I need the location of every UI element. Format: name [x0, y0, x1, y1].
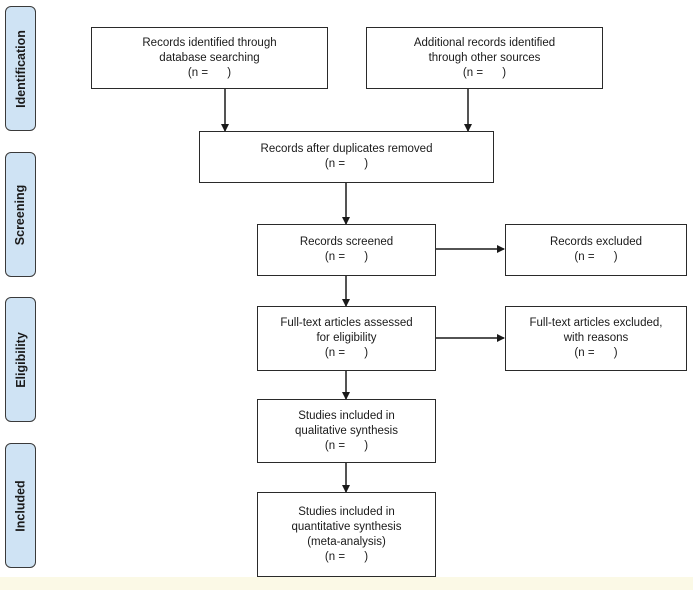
box-line: Full-text articles excluded,	[529, 317, 663, 329]
box-count: (n = )	[324, 158, 369, 170]
box-line: Additional records identified	[413, 36, 556, 49]
box-line: for eligibility	[316, 332, 377, 344]
stage-eligibility: Eligibility	[5, 297, 36, 422]
box-line: Studies included in	[298, 409, 395, 422]
box-qualitative-synthesis: Studies included in qualitative synthesi…	[257, 399, 436, 463]
box-count: (n = )	[324, 439, 369, 452]
box-count: (n = )	[324, 347, 369, 359]
box-line: database searching	[159, 51, 260, 64]
box-line: Records identified through	[142, 36, 277, 49]
box-fulltext-excluded: Full-text articles excluded, with reason…	[505, 306, 687, 371]
box-quantitative-synthesis: Studies included in quantitative synthes…	[257, 492, 436, 577]
bottom-strip	[0, 577, 693, 590]
box-count: (n = )	[324, 251, 369, 263]
box-records-excluded: Records excluded (n = )	[505, 224, 687, 276]
box-line: Records after duplicates removed	[260, 143, 433, 155]
box-line: Records screened	[299, 236, 394, 248]
box-fulltext-assessed: Full-text articles assessed for eligibil…	[257, 306, 436, 371]
box-line: Full-text articles assessed	[280, 317, 413, 329]
box-count: (n = )	[574, 347, 618, 359]
box-line: through other sources	[428, 51, 541, 64]
box-line: (meta-analysis)	[307, 535, 386, 548]
box-line: quantitative synthesis	[291, 520, 402, 533]
box-line: with reasons	[563, 332, 629, 344]
box-count: (n = )	[462, 66, 507, 79]
box-count: (n = )	[324, 550, 369, 563]
box-database-search: Records identified through database sear…	[91, 27, 328, 89]
box-other-sources: Additional records identified through ot…	[366, 27, 603, 89]
box-records-screened: Records screened (n = )	[257, 224, 436, 276]
box-line: Records excluded	[549, 236, 643, 248]
box-line: qualitative synthesis	[295, 424, 398, 437]
stage-screening: Screening	[5, 152, 36, 277]
stage-included: Included	[5, 443, 36, 568]
box-line: Studies included in	[298, 505, 395, 518]
stage-identification: Identification	[5, 6, 36, 131]
box-count: (n = )	[187, 66, 232, 79]
box-count: (n = )	[574, 251, 618, 263]
box-duplicates-removed: Records after duplicates removed (n = )	[199, 131, 494, 183]
